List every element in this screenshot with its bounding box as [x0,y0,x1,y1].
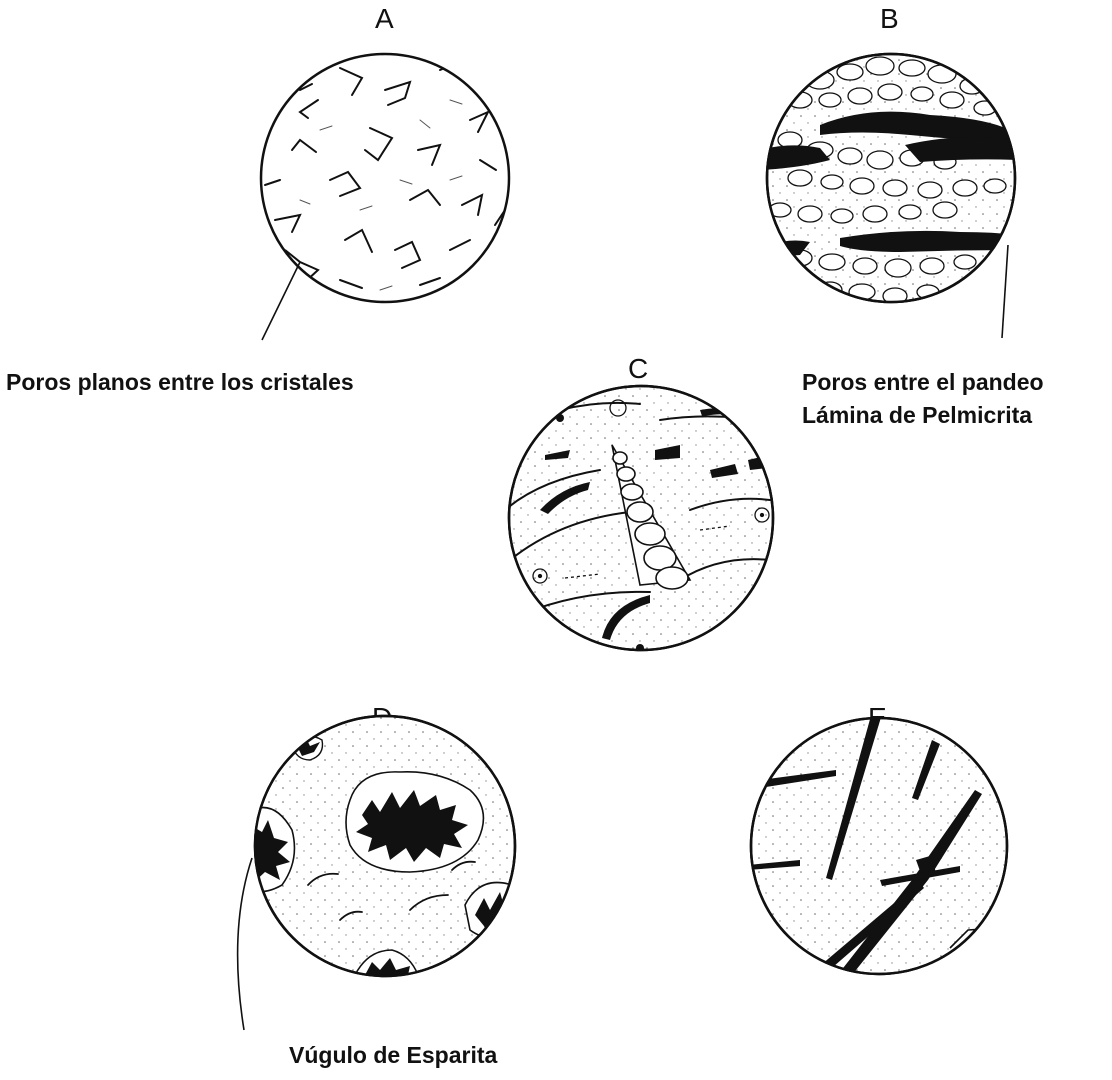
caption-d: Vúgulo de Esparita [289,1042,498,1068]
panel-a-leader-line [261,261,301,341]
caption-b-line2: Lámina de Pelmicrita [802,402,1033,428]
panel-d-leader-line [236,857,253,1031]
panel-e-thin-section [749,716,1009,976]
panel-a-letter: A [375,3,394,34]
panel-c-letter: C [628,353,649,384]
panel-d-thin-section [236,714,517,1031]
caption-b-line1: Poros entre el pandeo [802,369,1044,395]
caption-a: Poros planos entre los cristales [6,369,354,395]
panel-b-letter: B [880,3,899,34]
panel-b-thin-section [765,52,1017,339]
panel-b-leader-line [1001,244,1009,339]
panel-c-thin-section [507,384,775,652]
panel-a-thin-section [259,52,511,341]
